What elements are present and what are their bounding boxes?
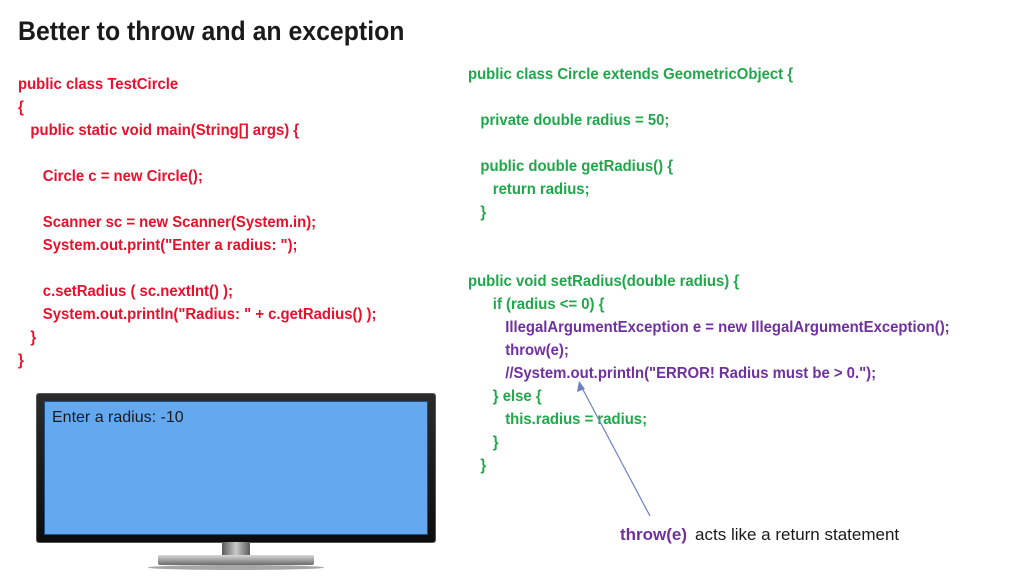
code-line: Circle c = new Circle(); [18,168,203,185]
code-line: } [18,329,37,346]
monitor-bezel: Enter a radius: -10 [36,393,436,543]
slide-title: Better to throw and an exception [18,16,405,46]
code-line: } [468,204,487,221]
code-line: Scanner sc = new Scanner(System.in); [18,214,317,231]
code-line: return radius; [468,181,590,198]
code-line: this.radius = radius; [468,411,648,428]
monitor-stand-neck [222,542,250,556]
monitor-stand-base [158,555,314,565]
monitor-illustration: Enter a radius: -10 [36,393,436,576]
code-line: { [18,99,24,116]
console-output: Enter a radius: -10 [52,409,184,426]
code-line: //System.out.println("ERROR! Radius must… [468,365,877,382]
code-line: public void setRadius(double radius) { [468,273,740,290]
code-line: throw(e); [468,342,569,359]
code-line: public class TestCircle [18,76,179,93]
code-line: public static void main(String[] args) { [18,122,300,139]
annotation-note: throw(e) acts like a return statement [620,525,899,545]
code-line: public double getRadius() { [468,158,674,175]
code-line: if (radius <= 0) { [468,296,605,313]
code-line: private double radius = 50; [468,112,670,129]
code-line: } [18,352,24,369]
code-line: IllegalArgumentException e = new Illegal… [468,319,950,336]
code-line: } [468,457,487,474]
circle-class-code-block: public class Circle extends GeometricObj… [468,66,1024,486]
annotation-text: acts like a return statement [695,525,900,544]
code-line: } [468,434,499,451]
code-line: c.setRadius ( sc.nextInt() ); [18,283,233,300]
code-line: System.out.print("Enter a radius: "); [18,237,298,254]
code-line: System.out.println("Radius: " + c.getRad… [18,306,377,323]
annotation-keyword: throw(e) [620,525,688,544]
test-circle-code-block: public class TestCircle { public static … [18,76,458,376]
monitor-shadow [148,565,324,570]
code-line: } else { [468,388,542,405]
code-line: public class Circle extends GeometricObj… [468,66,794,83]
console-screen: Enter a radius: -10 [44,401,428,535]
